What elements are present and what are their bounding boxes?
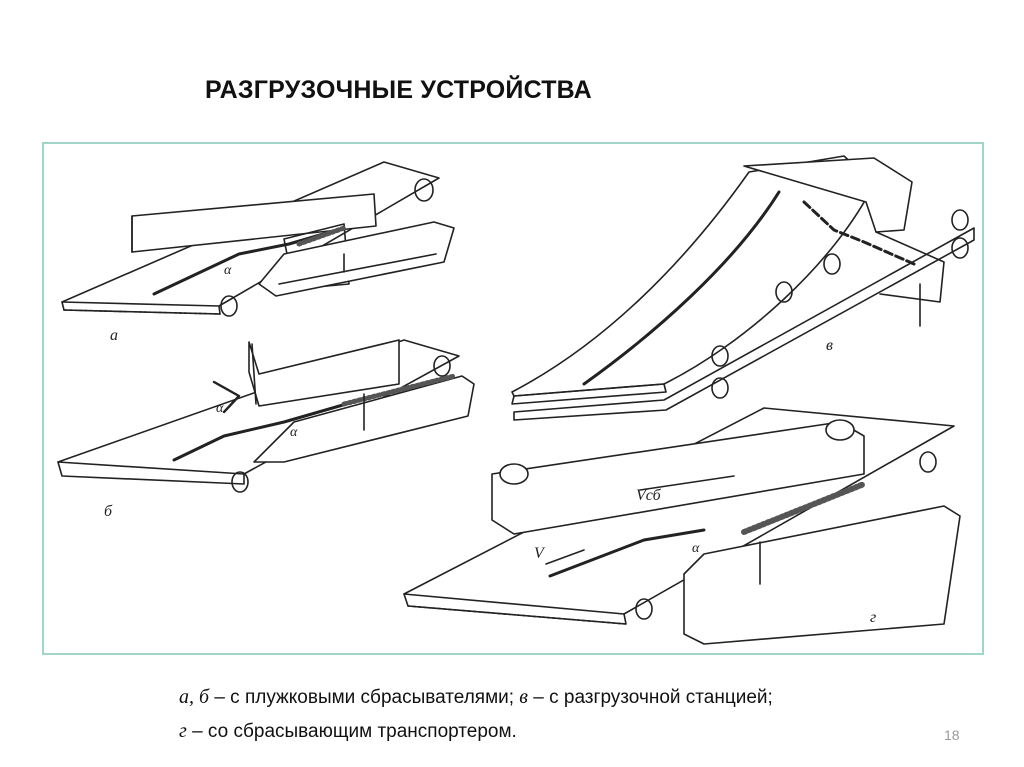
caption-line-2: г – со сбрасывающим транспортером. [179, 720, 517, 743]
discharge-belt-g [491, 421, 865, 535]
bulk-material-g [741, 481, 867, 535]
drum-bottom-g [635, 598, 653, 620]
material-path-v [802, 200, 916, 266]
plough-tip-b [251, 343, 257, 405]
caption-line-1: а, б – с плужковыми сбрасывателями; в – … [179, 686, 773, 709]
caption-text-plough: – с плужковыми сбрасывателями; [209, 687, 520, 708]
discharge-pulley-right-g [825, 419, 855, 441]
head-housing-v [743, 157, 913, 233]
panel-label-a: а [110, 327, 118, 344]
angle-label-b1: α [216, 401, 224, 416]
panel-label-b: б [104, 503, 113, 520]
bulk-material-b [341, 373, 457, 407]
discharge-chute-v [875, 231, 945, 303]
material-flow-v [582, 190, 781, 386]
material-flow-g [548, 528, 706, 578]
tripper-belt-edge-v [511, 383, 667, 405]
drum-3-v [711, 345, 729, 367]
panel-a-plough-discharger: а α [61, 161, 455, 344]
angle-label-g: α [692, 541, 700, 556]
plough-blade-b [248, 339, 400, 407]
material-flow-b [172, 394, 376, 462]
velocity-label-discharge: Vсб [636, 487, 662, 504]
page-number: 18 [944, 727, 960, 743]
drum-4-v [711, 377, 729, 399]
drum-6-v [951, 237, 969, 259]
panel-label-v: в [826, 337, 833, 354]
caption-letter-ab: а, б [179, 686, 210, 708]
panel-label-g: г [870, 609, 876, 626]
caption-text-conveyor: – со сбрасывающим транспортером. [186, 721, 517, 742]
bulk-material-a [296, 225, 347, 247]
drum-top-a [414, 178, 434, 202]
drum-bottom-b [231, 471, 249, 493]
caption-text-station: – с разгрузочной станцией; [527, 687, 773, 708]
velocity-arrow-main-g [545, 549, 585, 565]
bunker-a [258, 221, 455, 297]
main-conveyor-v [513, 227, 975, 421]
caption-letter-g: г [179, 720, 187, 742]
drum-5-v [951, 209, 969, 231]
panel-g-discharge-conveyor: Vсб V α г [403, 407, 961, 645]
angle-label-b2: α [290, 425, 298, 440]
conveyor-belt-edge-b [57, 461, 245, 485]
velocity-label-main: V [534, 545, 546, 562]
conveyor-belt-texture-a [63, 309, 221, 315]
bunker-g [683, 505, 961, 645]
unloading-devices-illustration: а α α α б [57, 155, 975, 645]
figure-frame: а α α α б [42, 142, 984, 655]
drum-1-v [823, 253, 841, 275]
conveyor-belt-texture-g [407, 605, 627, 625]
caption-letter-v: в [519, 686, 528, 708]
drum-2-v [775, 281, 793, 303]
panel-v-unloading-station: в [511, 155, 975, 421]
tripper-belt-v [511, 155, 875, 397]
slide-title: РАЗГРУЗОЧНЫЕ УСТРОЙСТВА [205, 76, 592, 104]
drum-top-g [919, 451, 937, 473]
velocity-arrow-discharge-g [639, 475, 735, 491]
bunker-inner-a [278, 253, 437, 285]
panel-b-double-plough: α α б [57, 339, 475, 520]
drum-top-b [433, 355, 451, 377]
discharge-pulley-left-g [499, 463, 529, 485]
angle-label-a: α [224, 263, 232, 278]
material-flow-b-left [212, 380, 241, 414]
drum-bottom-a [220, 295, 238, 317]
